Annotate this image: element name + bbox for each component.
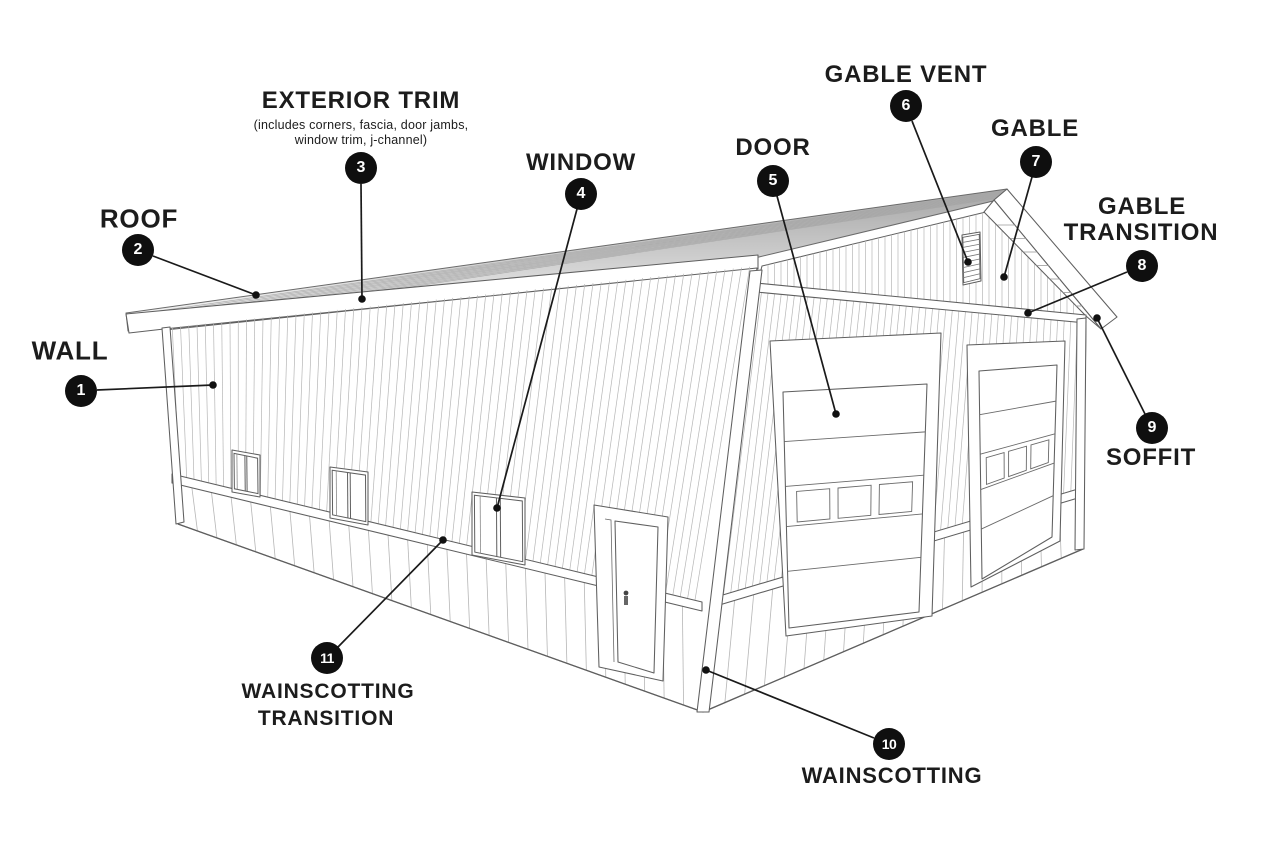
window-1 xyxy=(231,449,261,498)
label-gable-transition-1: GABLE xyxy=(1098,193,1186,220)
label-exterior-trim: EXTERIOR TRIM xyxy=(261,87,461,114)
badge-gable-vent: 6 xyxy=(890,90,922,122)
badge-wall: 1 xyxy=(65,375,97,407)
badge-window: 4 xyxy=(565,178,597,210)
leader-lines xyxy=(96,120,1146,739)
badge-gable-transition: 8 xyxy=(1126,250,1158,282)
gable xyxy=(756,210,1087,317)
left-corner-trim xyxy=(161,326,185,525)
badge-exterior-trim: 3 xyxy=(345,152,377,184)
door-handle xyxy=(623,590,629,596)
badge-soffit: 9 xyxy=(1136,412,1168,444)
label-wainscotting: WAINSCOTTING xyxy=(801,763,983,788)
front-corner-trim xyxy=(696,269,763,713)
label-gable-transition-2: TRANSITION xyxy=(1063,219,1219,246)
gable-siding-lines xyxy=(767,211,1074,315)
label-window: WINDOW xyxy=(525,149,637,176)
label-roof: ROOF xyxy=(99,203,179,234)
badge-roof: 2 xyxy=(122,234,154,266)
label-exterior-trim-note-1: (includes corners, fascia, door jambs, xyxy=(253,118,469,132)
badge-wainscotting: 10 xyxy=(873,728,905,760)
label-wainscotting-transition-1: WAINSCOTTING xyxy=(241,680,415,703)
label-door: DOOR xyxy=(735,134,811,161)
window-2 xyxy=(329,466,369,526)
garage-door-right xyxy=(966,340,1066,588)
badge-door: 5 xyxy=(757,165,789,197)
label-gable-vent: GABLE VENT xyxy=(824,61,988,88)
label-wainscotting-transition-2: TRANSITION xyxy=(257,707,395,730)
door-lock xyxy=(624,596,628,605)
window-3 xyxy=(471,491,526,566)
soffit-lookout-lines xyxy=(997,224,1083,307)
label-wall: WALL xyxy=(31,335,109,366)
label-soffit: SOFFIT xyxy=(1105,444,1197,471)
garage-door-left xyxy=(769,332,942,637)
badge-gable: 7 xyxy=(1020,146,1052,178)
label-exterior-trim-note-2: window trim, j-channel) xyxy=(294,133,428,147)
entry-door xyxy=(593,504,669,682)
gable-vent xyxy=(961,231,982,286)
right-corner-trim xyxy=(1074,317,1087,551)
badge-wainscotting-transition: 11 xyxy=(311,642,343,674)
label-gable: GABLE xyxy=(991,115,1079,142)
